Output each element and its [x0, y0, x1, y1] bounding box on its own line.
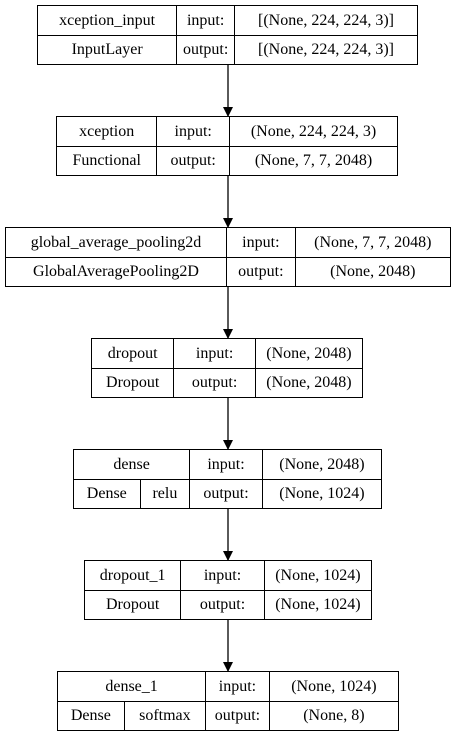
layer-name: dense_1	[105, 677, 158, 695]
input-label: input:	[226, 228, 295, 257]
layer-name: global_average_pooling2d	[30, 233, 202, 251]
output-shape: (None, 2048)	[294, 258, 450, 286]
layer-top-row: xception_input input:[(None, 224, 224, 3)…	[38, 6, 417, 36]
output-shape: (None, 1024)	[263, 591, 371, 619]
output-label: output:	[180, 591, 263, 619]
output-label: output:	[226, 258, 295, 286]
output-label: output:	[205, 702, 269, 730]
layer-bottom-row: Dropout output:(None, 1024)	[85, 591, 371, 619]
output-shape: (None, 7, 7, 2048)	[228, 147, 397, 175]
output-label: output:	[156, 147, 229, 175]
input-shape: (None, 224, 224, 3)	[228, 117, 397, 146]
output-label: output:	[176, 36, 234, 64]
layer-name: dense	[113, 455, 150, 473]
activation: softmax	[123, 702, 206, 730]
output-shape: [(None, 224, 224, 3)]	[233, 36, 417, 64]
layer-top-row: dense input:(None, 2048)	[74, 450, 381, 480]
input-label: input:	[189, 450, 262, 479]
output-label: output:	[173, 369, 254, 397]
layer-type: Functional	[72, 152, 141, 169]
layer-type: Dropout	[106, 374, 160, 391]
layer-type: GlobalAveragePooling2D	[33, 263, 199, 280]
layer-bottom-row: GlobalAveragePooling2D output:(None, 2048…	[6, 258, 450, 286]
layer-bottom-row: Dropout output:(None, 2048)	[92, 369, 362, 397]
layer-name: dropout	[107, 344, 158, 362]
layer-name: xception_input	[59, 11, 156, 29]
input-shape: (None, 2048)	[254, 339, 362, 368]
layer-top-row: dropout_1 input:(None, 1024)	[85, 561, 371, 591]
layer-type: Dense	[86, 485, 127, 502]
layer-name: xception	[79, 122, 135, 140]
input-label: input:	[176, 6, 234, 35]
layer-bottom-row: InputLayer output:[(None, 224, 224, 3)]	[38, 36, 417, 64]
input-shape: [(None, 224, 224, 3)]	[233, 6, 417, 35]
activation: relu	[139, 480, 190, 508]
layer-type: Dropout	[106, 596, 160, 613]
layer-top-row: xception input:(None, 224, 224, 3)	[57, 117, 397, 147]
input-shape: (None, 7, 7, 2048)	[294, 228, 450, 257]
input-shape: (None, 1024)	[268, 672, 398, 701]
input-label: input:	[173, 339, 254, 368]
layer-top-row: dropout input:(None, 2048)	[92, 339, 362, 369]
output-shape: (None, 2048)	[254, 369, 362, 397]
input-shape: (None, 1024)	[263, 561, 371, 590]
layer-name: dropout_1	[99, 566, 166, 584]
input-label: input:	[205, 672, 269, 701]
output-shape: (None, 1024)	[261, 480, 381, 508]
layer-node: dropout_1 input:(None, 1024) Dropout output…	[84, 560, 372, 620]
output-shape: (None, 8)	[268, 702, 398, 730]
input-shape: (None, 2048)	[261, 450, 381, 479]
layer-type: InputLayer	[71, 41, 143, 58]
layer-node: xception_input input:[(None, 224, 224, 3)…	[37, 5, 418, 65]
layer-type: Dense	[70, 707, 111, 724]
layer-node: global_average_pooling2d input:(None, 7, …	[5, 227, 451, 287]
layer-node: dropout input:(None, 2048) Dropout output:(…	[91, 338, 363, 398]
input-label: input:	[180, 561, 263, 590]
layer-bottom-row: Functional output:(None, 7, 7, 2048)	[57, 147, 397, 175]
output-label: output:	[189, 480, 262, 508]
input-label: input:	[156, 117, 229, 146]
layer-top-row: dense_1 input:(None, 1024)	[58, 672, 398, 702]
layer-top-row: global_average_pooling2d input:(None, 7, …	[6, 228, 450, 258]
